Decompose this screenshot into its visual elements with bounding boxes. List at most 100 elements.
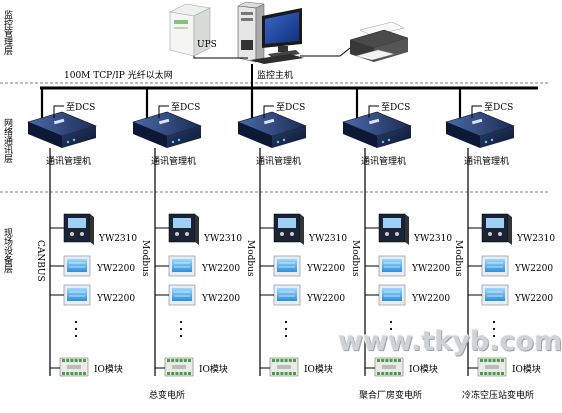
to-dcs-label: 至DCS	[66, 102, 95, 113]
ellipsis-dot	[389, 327, 393, 331]
ellipsis-dot	[492, 320, 496, 324]
gateway-label: 通讯管理机	[151, 155, 196, 167]
power-meter-icon	[273, 284, 301, 306]
io-module-icon	[59, 357, 89, 377]
meter-label-1: YW2200	[306, 264, 345, 274]
power-meter-icon	[481, 255, 509, 277]
relay-label: YW2310	[516, 234, 555, 244]
keyboard-icon	[250, 54, 304, 64]
relay-label: YW2310	[98, 234, 137, 244]
power-meter-icon	[63, 255, 91, 277]
ellipsis-dot	[179, 320, 183, 324]
ups-icon	[169, 3, 211, 57]
to-dcs-label: 至DCS	[381, 102, 410, 113]
protection-relay-icon	[168, 213, 199, 245]
column-5: 至DCS通讯管理机ModbusYW2310YW2200YW2200IO模块冷冻空…	[445, 88, 555, 401]
meter-label-2: YW2200	[201, 294, 240, 304]
io-module-label: IO模块	[199, 363, 228, 375]
io-module-icon	[374, 357, 404, 377]
ellipsis-dot	[389, 320, 393, 324]
io-module-label: IO模块	[304, 363, 333, 375]
dcs-link	[263, 105, 274, 118]
gateway-label: 通讯管理机	[46, 155, 91, 167]
printer-icon	[349, 21, 409, 62]
protection-relay-icon	[273, 213, 304, 245]
gateway-label: 通讯管理机	[361, 155, 406, 167]
meter-label-2: YW2200	[96, 294, 135, 304]
power-meter-icon	[481, 284, 509, 306]
relay-label: YW2310	[308, 234, 347, 244]
layer-label-network: 网络通讯层	[2, 118, 13, 164]
monitor-icon	[262, 8, 302, 58]
substation-label: 冷冻空压站变电所	[462, 389, 534, 401]
meter-label-1: YW2200	[411, 264, 450, 274]
io-module-label: IO模块	[94, 363, 123, 375]
meter-label-1: YW2200	[514, 264, 553, 274]
relay-label: YW2310	[203, 234, 242, 244]
ups-label: UPS	[197, 40, 217, 50]
io-module-label: IO模块	[409, 363, 438, 375]
bus-label: Modbus	[350, 240, 360, 277]
host-label: 监控主机	[257, 69, 293, 81]
ellipsis-dot	[179, 327, 183, 331]
meter-label-1: YW2200	[96, 264, 135, 274]
to-dcs-label: 至DCS	[171, 102, 200, 113]
bus-label: Modbus	[140, 240, 150, 277]
layer-label-field: 现场设备层	[2, 228, 13, 274]
ellipsis-dot	[74, 334, 78, 338]
ellipsis-dot	[74, 320, 78, 324]
gateway-label: 通讯管理机	[256, 155, 301, 167]
power-meter-icon	[63, 284, 91, 306]
dcs-link	[368, 105, 379, 118]
gateway-icon	[132, 111, 202, 148]
ellipsis-dot	[284, 334, 288, 338]
protection-relay-icon	[63, 213, 94, 245]
substation-label: 总变电所	[149, 389, 185, 401]
dcs-link	[158, 105, 169, 118]
meter-label-2: YW2200	[514, 294, 553, 304]
bus-label: Modbus	[245, 240, 255, 277]
watermark: www.tkyb.com	[338, 326, 562, 357]
dcs-link	[471, 105, 482, 118]
power-meter-icon	[168, 255, 196, 277]
protection-relay-icon	[481, 213, 512, 245]
column-2: 至DCS通讯管理机ModbusYW2310YW2200YW2200IO模块总变电…	[132, 88, 242, 401]
ellipsis-dot	[179, 334, 183, 338]
ups-link	[193, 56, 248, 59]
pc-tower-icon	[237, 1, 265, 63]
ellipsis-dot	[284, 320, 288, 324]
io-module-icon	[164, 357, 194, 377]
layer-label-monitor: 监控管理层	[2, 9, 13, 56]
dcs-link	[53, 105, 64, 118]
relay-label: YW2310	[413, 234, 452, 244]
bus-label: Modbus	[453, 240, 463, 277]
ellipsis-dot	[284, 327, 288, 331]
power-meter-icon	[378, 255, 406, 277]
gateway-icon	[445, 111, 515, 148]
gateway-icon	[342, 111, 412, 148]
substation-label: 聚合厂房变电所	[359, 389, 422, 401]
printer-link	[300, 47, 351, 57]
gateway-label: 通讯管理机	[464, 155, 509, 167]
io-module-icon	[269, 357, 299, 377]
ellipsis-dot	[389, 334, 393, 338]
protection-relay-icon	[378, 213, 409, 245]
power-meter-icon	[168, 284, 196, 306]
bus-label: CANBUS	[35, 240, 45, 282]
meter-label-2: YW2200	[411, 294, 450, 304]
gateway-icon	[27, 111, 97, 148]
io-module-icon	[477, 357, 507, 377]
ellipsis-dot	[492, 334, 496, 338]
meter-label-1: YW2200	[201, 264, 240, 274]
ellipsis-dot	[74, 327, 78, 331]
system-diagram: 监控管理层 网络通讯层 现场设备层 UPS 100M TCP	[0, 1, 555, 401]
power-meter-icon	[378, 284, 406, 306]
column-4: 至DCS通讯管理机ModbusYW2310YW2200YW2200IO模块聚合厂…	[342, 88, 452, 401]
meter-label-2: YW2200	[306, 294, 345, 304]
network-label: 100M TCP/IP 光纤以太网	[64, 69, 173, 81]
power-meter-icon	[273, 255, 301, 277]
to-dcs-label: 至DCS	[484, 102, 513, 113]
gateway-icon	[237, 111, 307, 148]
